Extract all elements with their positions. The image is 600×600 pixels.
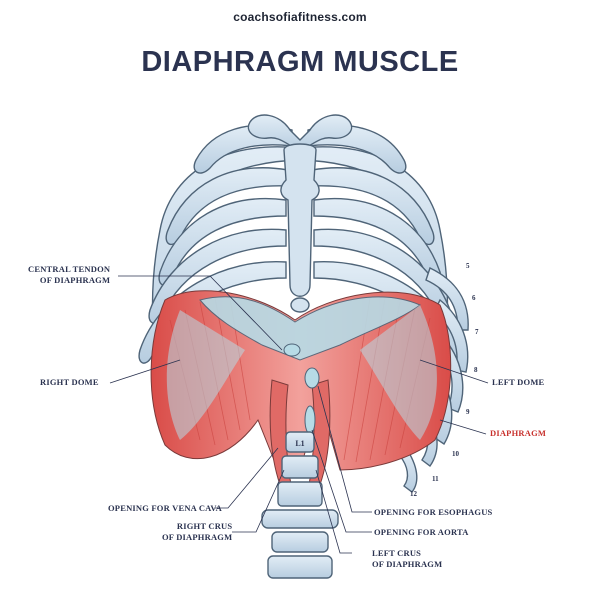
label-diaphragm: DIAPHRAGM	[490, 428, 547, 438]
central-tendon	[199, 296, 421, 361]
sternum	[280, 143, 320, 313]
label-left-crus-line1: LEFT CRUS	[372, 548, 422, 558]
esophagus-opening	[304, 367, 320, 389]
right-tendon-edge	[166, 310, 245, 440]
label-aorta: OPENING FOR AORTA	[374, 527, 469, 537]
aorta-opening	[304, 405, 316, 435]
label-right-crus-line1: RIGHT CRUS	[176, 521, 233, 531]
label-central-tendon-line1: CENTRAL TENDON	[28, 264, 111, 274]
vertebra-label: L1	[295, 439, 304, 448]
label-left-crus: LEFT CRUS OF DIAPHRAGM	[372, 548, 442, 570]
rib-number-8: 8	[474, 366, 478, 374]
rib-number-6: 6	[472, 294, 476, 302]
rib-number-12: 12	[410, 490, 418, 498]
rib-cage	[138, 124, 469, 493]
label-right-crus: RIGHT CRUS OF DIAPHRAGM	[162, 521, 232, 543]
rib-number-9: 9	[466, 408, 470, 416]
leader-lines	[109, 275, 489, 554]
left-tendon-edge	[360, 305, 437, 440]
spine	[261, 431, 339, 579]
label-right-dome: RIGHT DOME	[40, 377, 99, 387]
label-left-dome: LEFT DOME	[492, 377, 545, 387]
vena-cava-opening	[283, 343, 301, 357]
label-right-crus-line2: OF DIAPHRAGM	[162, 532, 233, 542]
page-title: DIAPHRAGM MUSCLE	[141, 46, 459, 78]
upper-ribs	[247, 114, 353, 151]
label-esophagus: OPENING FOR ESOPHAGUS	[374, 507, 493, 517]
label-vena-cava: OPENING FOR VENA CAVA	[108, 503, 223, 513]
rib-number-11: 11	[432, 475, 439, 483]
label-left-crus-line2: OF DIAPHRAGM	[372, 559, 443, 569]
rib-number-10: 10	[452, 450, 460, 458]
site-url: coachsofiafitness.com	[233, 10, 367, 24]
label-central-tendon-line2: OF DIAPHRAGM	[39, 275, 111, 285]
rib-numbers: 5 6 7 8 9 10 11 12	[410, 262, 479, 498]
rib-number-5: 5	[466, 262, 470, 270]
rib-number-7: 7	[475, 328, 479, 336]
label-central-tendon: CENTRAL TENDON OF DIAPHRAGM	[28, 264, 110, 286]
